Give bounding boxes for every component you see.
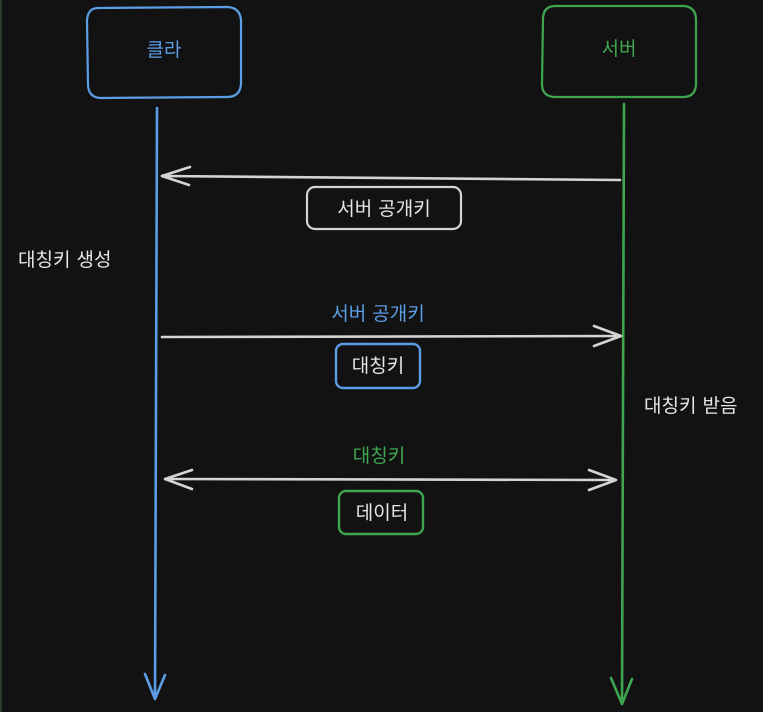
client-lifeline-arrowhead (143, 672, 167, 701)
message-2-caption: 서버 공개키 (331, 303, 424, 325)
message-1-arrow (160, 174, 622, 182)
message-1-box (305, 185, 463, 231)
server-label: 서버 (602, 38, 637, 60)
message-3-caption: 대칭키 (353, 445, 405, 467)
server-lifeline-arrowhead (609, 676, 634, 706)
server-box (540, 4, 698, 99)
message-2-box (334, 342, 422, 390)
message-2-arrow (160, 334, 622, 339)
message-2-box-label: 대칭키 (352, 355, 404, 377)
message-2: 서버 공개키 대칭키 (160, 303, 623, 390)
client-lifeline (143, 106, 167, 701)
message-3: 대칭키 데이터 (163, 445, 618, 536)
client-label: 클라 (147, 39, 182, 61)
message-1-arrowhead (160, 165, 192, 187)
client-box (85, 5, 243, 100)
message-2-arrowhead (592, 324, 623, 348)
message-1: 서버 공개키 (160, 165, 622, 231)
message-3-arrowhead-left (163, 468, 194, 491)
client-participant: 클라 (85, 5, 243, 100)
server-participant: 서버 (540, 4, 698, 99)
message-1-box-label: 서버 공개키 (337, 198, 430, 220)
server-lifeline (609, 102, 634, 706)
message-3-arrowhead-right (587, 468, 618, 492)
client-note: 대칭키 생성 (18, 249, 111, 271)
message-3-arrow (164, 477, 617, 482)
message-3-box (337, 489, 425, 536)
server-note: 대칭키 받음 (644, 395, 737, 417)
server-lifeline-line (620, 102, 626, 705)
message-3-box-label: 데이터 (356, 502, 408, 524)
client-lifeline-line (153, 106, 159, 700)
